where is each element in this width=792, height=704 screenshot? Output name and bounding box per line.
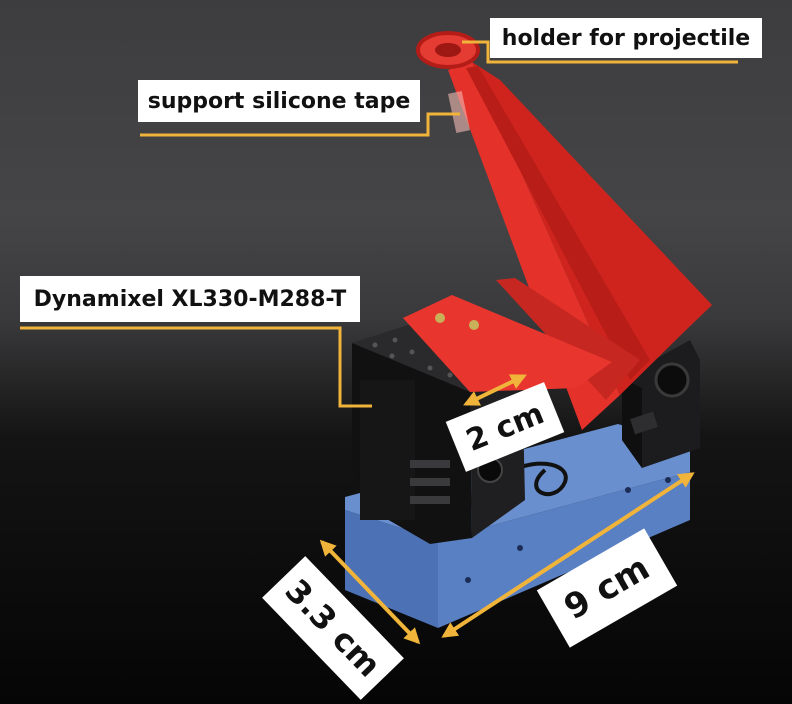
- base-hole: [517, 545, 523, 551]
- arm-right-fin: [472, 62, 712, 395]
- base-hole: [465, 577, 471, 583]
- arm-spine: [466, 66, 650, 380]
- arm-rear-plate: [496, 278, 640, 400]
- leader-holder: [462, 40, 738, 64]
- arrow-9cm: [441, 472, 695, 638]
- arrow-2cm: [463, 374, 527, 406]
- arrow-3-3cm: [319, 539, 421, 645]
- arm-screw: [435, 313, 445, 323]
- leader-lines: [20, 40, 738, 408]
- red-arm: [403, 31, 712, 430]
- base-hole: [625, 487, 631, 493]
- arm-base-plate: [403, 295, 612, 392]
- leader-support: [140, 112, 460, 137]
- dimension-arrows: [319, 374, 695, 645]
- label-support-silicone-tape: support silicone tape: [138, 80, 420, 122]
- label-holder-for-projectile: holder for projectile: [490, 18, 762, 58]
- label-dynamixel-servo: Dynamixel XL330-M288-T: [20, 276, 360, 322]
- leader-dyna: [20, 326, 372, 408]
- base-hole: [665, 477, 671, 483]
- silicone-tape: [447, 90, 471, 134]
- arm-screw: [469, 320, 479, 330]
